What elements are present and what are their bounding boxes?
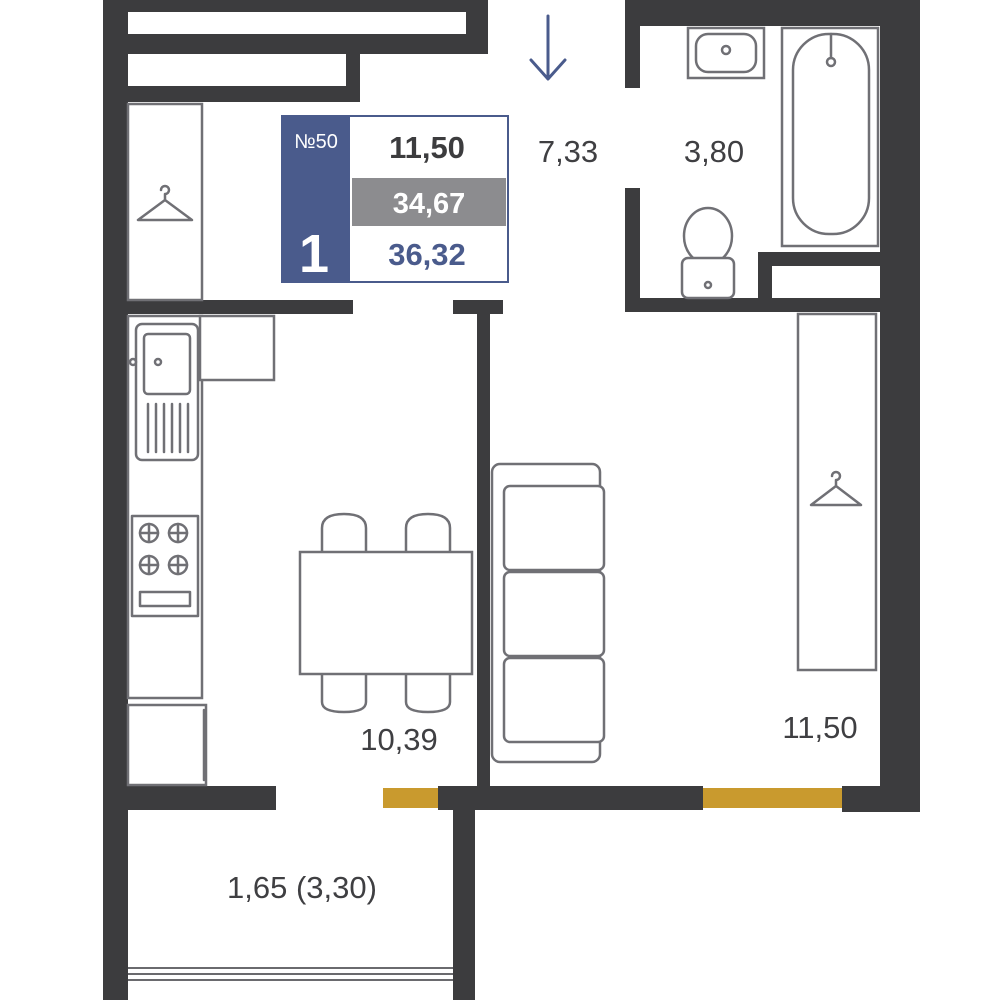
wall-partition (477, 300, 490, 790)
bathtub (780, 26, 880, 248)
wall-bath-left-upper (625, 0, 640, 88)
stove (130, 514, 200, 618)
wall-bottom-right (842, 786, 920, 812)
sink (686, 26, 766, 80)
hallway-area: 7,33 (538, 134, 598, 169)
kitchen-counter-ext (198, 314, 276, 382)
entrance-arrow-icon (529, 14, 567, 81)
living-room-area: 11,50 (782, 710, 857, 745)
window-kitchen (383, 788, 438, 808)
bathroom-area: 3,80 (684, 134, 744, 169)
total-area: 34,67 (393, 188, 466, 220)
balcony-glazing (128, 967, 453, 981)
wall-left-outer (103, 0, 128, 1000)
wall-bath-left-lower (625, 188, 640, 312)
info-rooms-panel (282, 116, 350, 282)
wall-top-right (625, 0, 920, 26)
kitchen-sink (128, 322, 200, 462)
wall-balcony-right (453, 786, 475, 1000)
walls (103, 0, 920, 1000)
wall-right-outer (880, 0, 920, 812)
closet-left (126, 102, 204, 302)
apartment-info-box: №50 1 11,50 34,67 36,32 (281, 115, 509, 284)
hanger-icon (136, 184, 194, 222)
window-living (703, 788, 842, 808)
wall-top-left (103, 0, 488, 12)
wall-bath-niche-a (758, 252, 880, 266)
apartment-number: №50 (294, 131, 338, 153)
balcony-area: 1,65 (3,30) (227, 870, 377, 905)
wall-bath-bottom (625, 298, 920, 312)
wall-top-left-inner (466, 0, 488, 42)
dining-table (298, 512, 474, 714)
wall-bottom-mid (438, 786, 703, 810)
wall-kitchen-bottom (103, 786, 276, 810)
total-area-with-balcony: 36,32 (388, 237, 466, 272)
hanger-icon (809, 470, 863, 507)
wall-closet-top-c (103, 86, 360, 102)
sofa (490, 462, 606, 764)
wardrobe-right (796, 312, 878, 672)
total-area-band (352, 178, 506, 226)
kitchen-area: 10,39 (360, 722, 438, 757)
rooms-count: 1 (299, 224, 329, 284)
wall-closet-bottom (103, 300, 353, 314)
wall-bath-niche-b (758, 252, 772, 312)
wall-closet-top-a (103, 34, 488, 54)
toilet (680, 206, 736, 300)
living-area: 11,50 (389, 130, 465, 165)
fridge (126, 703, 208, 787)
